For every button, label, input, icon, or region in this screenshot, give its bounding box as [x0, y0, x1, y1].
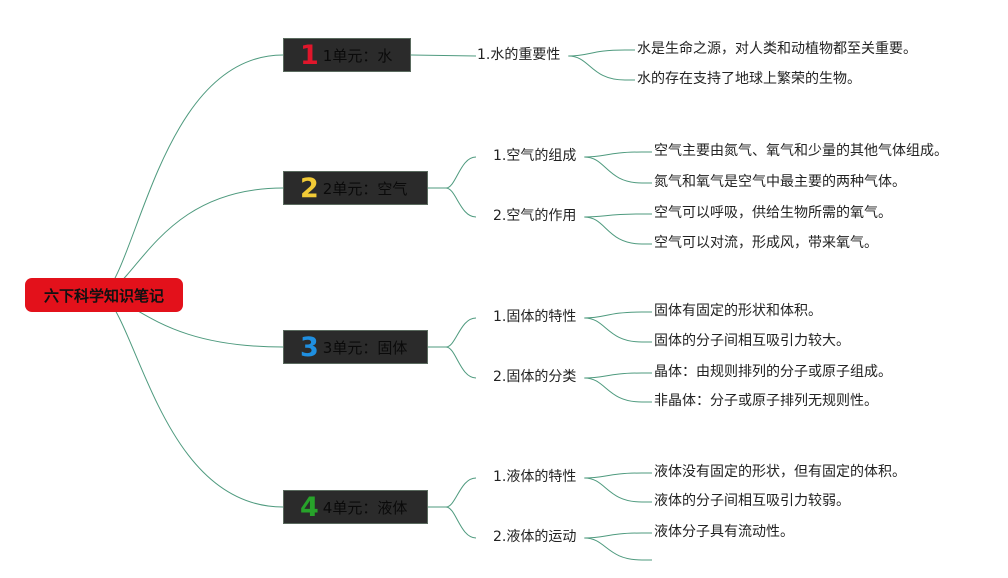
note-text: 固体有固定的形状和体积。 [654, 303, 822, 319]
subtopic-label[interactable]: 2.空气的作用 [493, 208, 577, 224]
note-text: 水的存在支持了地球上繁荣的生物。 [637, 71, 861, 87]
unit-number-badge: 2 [300, 172, 319, 204]
unit-number-badge: 3 [300, 331, 319, 363]
subtopic-label[interactable]: 1.空气的组成 [493, 148, 577, 164]
note-text: 固体的分子间相互吸引力较大。 [654, 333, 850, 349]
note-text: 非晶体：分子或原子排列无规则性。 [654, 393, 878, 409]
note-text: 液体分子具有流动性。 [654, 524, 794, 540]
note-text: 氮气和氧气是空气中最主要的两种气体。 [654, 174, 906, 190]
subtopic-label[interactable]: 1.液体的特性 [493, 469, 577, 485]
note-text: 空气可以对流，形成风，带来氧气。 [654, 235, 878, 251]
unit-number-badge: 1 [300, 39, 319, 71]
subtopic-label[interactable]: 1.固体的特性 [493, 309, 577, 325]
note-text: 空气可以呼吸，供给生物所需的氧气。 [654, 205, 892, 221]
note-text: 空气主要由氮气、氧气和少量的其他气体组成。 [654, 143, 948, 159]
unit-label: 2单元：空气 [322, 179, 408, 198]
subtopic-label[interactable]: 2.固体的分类 [493, 369, 577, 385]
note-text: 液体没有固定的形状，但有固定的体积。 [654, 464, 906, 480]
unit-label: 1单元：水 [322, 46, 393, 65]
root-title: 六下科学知识笔记 [43, 286, 164, 305]
note-text: 晶体：由规则排列的分子或原子组成。 [654, 364, 892, 380]
subtopic-label[interactable]: 2.液体的运动 [493, 529, 577, 545]
root-topic[interactable]: 六下科学知识笔记 [25, 278, 183, 312]
note-text: 水是生命之源，对人类和动植物都至关重要。 [637, 41, 917, 57]
unit-label: 3单元：固体 [322, 338, 408, 357]
subtopic-label[interactable]: 1.水的重要性 [477, 47, 561, 63]
unit-number-badge: 4 [300, 491, 319, 523]
note-text: 液体的分子间相互吸引力较弱。 [654, 493, 850, 509]
unit-label: 4单元：液体 [322, 498, 408, 517]
